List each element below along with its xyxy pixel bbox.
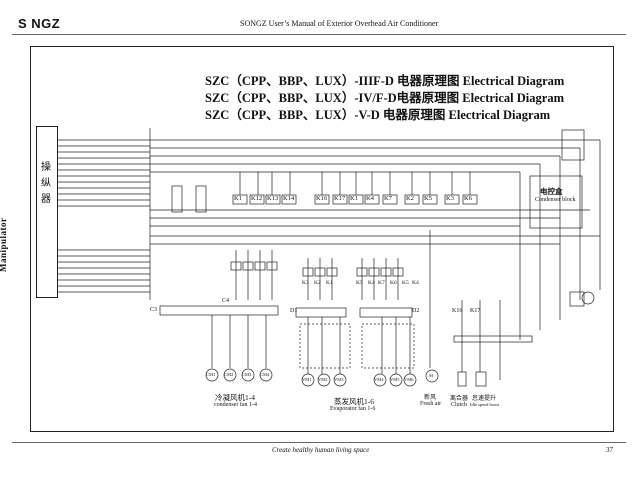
manipulator-block — [36, 126, 58, 298]
fan-label-8: VM5 — [390, 377, 400, 382]
clutch-caption-cn: 离合器 — [450, 396, 469, 402]
control-box-label-en: Condenser block — [535, 197, 576, 203]
relay-mid-label-0: K3 — [302, 280, 309, 286]
bus-label-2: D1 — [290, 308, 298, 314]
fan-label-1: CM2 — [224, 372, 234, 377]
diagram-title-3: SZC（CPP、BBP、LUX）-V-D 电器原理图 Electrical Di… — [205, 108, 551, 122]
condenser-fan-caption-en: condenser fan 1-4 — [214, 402, 257, 408]
relay-mid-label-5: K7 — [378, 280, 385, 286]
evaporator-fan-caption-cn: 蒸发风机1-6 — [334, 397, 374, 406]
fresh-air-caption-cn: 新风 — [424, 395, 437, 401]
relay-top-label-8: K7 — [384, 195, 392, 202]
idle-boost-caption-cn: 怠速提升 — [472, 396, 497, 402]
header-divider — [12, 34, 626, 35]
bus-label-0: C3 — [150, 307, 158, 313]
fan-label-5: VM2 — [318, 377, 328, 382]
relay-top-label-12: K6 — [464, 195, 472, 202]
page-number: 37 — [606, 446, 613, 454]
relay-top-label-10: K5 — [424, 195, 432, 202]
relay-mid-label-4: K4 — [368, 280, 375, 286]
relay-top-label-2: K13 — [267, 195, 279, 202]
control-box-label-cn: 电控盒 — [540, 187, 563, 196]
footer-divider — [12, 442, 626, 443]
manipulator-label-cn: 操纵器 — [41, 162, 51, 205]
relay-top-label-11: K3 — [446, 195, 454, 202]
diagram-frame — [30, 46, 614, 432]
idle-boost-caption-en: Idle speed boost — [470, 402, 500, 407]
fan-label-0: CM1 — [206, 372, 216, 377]
relay-top-label-1: K12 — [251, 195, 263, 202]
fan-label-2: CM3 — [242, 372, 252, 377]
relay-mid-label-2: K1 — [326, 280, 333, 286]
relay-top-label-4: K16 — [316, 195, 328, 202]
relay-right-label-0: K16 — [452, 308, 463, 314]
relay-top-label-6: K1 — [350, 195, 358, 202]
evaporator-fan-caption-en: Evaporator fan 1-6 — [330, 406, 376, 412]
fan-label-10: M — [429, 373, 434, 378]
footer-tagline: Create healthy human living space — [272, 446, 370, 454]
page-header: S NGZ SONGZ User’s Manual of Exterior Ov… — [12, 16, 626, 32]
clutch-caption-en: Clutch — [451, 402, 467, 408]
relay-mid-label-8: K4 — [412, 280, 419, 286]
songz-logo: S NGZ — [18, 16, 61, 31]
document-title: SONGZ User’s Manual of Exterior Overhead… — [240, 19, 439, 28]
relay-top-label-9: K2 — [406, 195, 414, 202]
relay-top-label-5: K17 — [334, 195, 346, 202]
relay-mid-label-7: K5 — [402, 280, 409, 286]
relay-top-label-0: K1 — [234, 195, 242, 202]
relay-mid-label-1: K2 — [314, 280, 321, 286]
relay-mid-label-3: K5 — [356, 280, 363, 286]
bus-label-3: D2 — [412, 308, 420, 314]
fan-label-4: VM1 — [302, 377, 312, 382]
fresh-air-caption-en: Fresh air — [420, 401, 442, 407]
fan-label-9: VM6 — [404, 377, 414, 382]
diagram-title-2: SZC（CPP、BBP、LUX）-IV/F-D电器原理图 Electrical … — [205, 91, 564, 105]
fan-label-3: CM4 — [260, 372, 270, 377]
condenser-fan-caption-cn: 冷凝风机1-4 — [215, 393, 255, 402]
relay-right-label-1: K17 — [470, 308, 481, 314]
bus-label-1: C4 — [222, 298, 230, 304]
relay-top-label-3: K14 — [283, 195, 295, 202]
fan-label-7: VM4 — [374, 377, 384, 382]
diagram-title-1: SZC（CPP、BBP、LUX）-IIIF-D 电器原理图 Electrical… — [205, 74, 565, 88]
relay-top-label-7: K4 — [366, 195, 374, 202]
relay-mid-label-6: K6 — [390, 280, 397, 286]
fan-label-6: VM3 — [334, 377, 344, 382]
